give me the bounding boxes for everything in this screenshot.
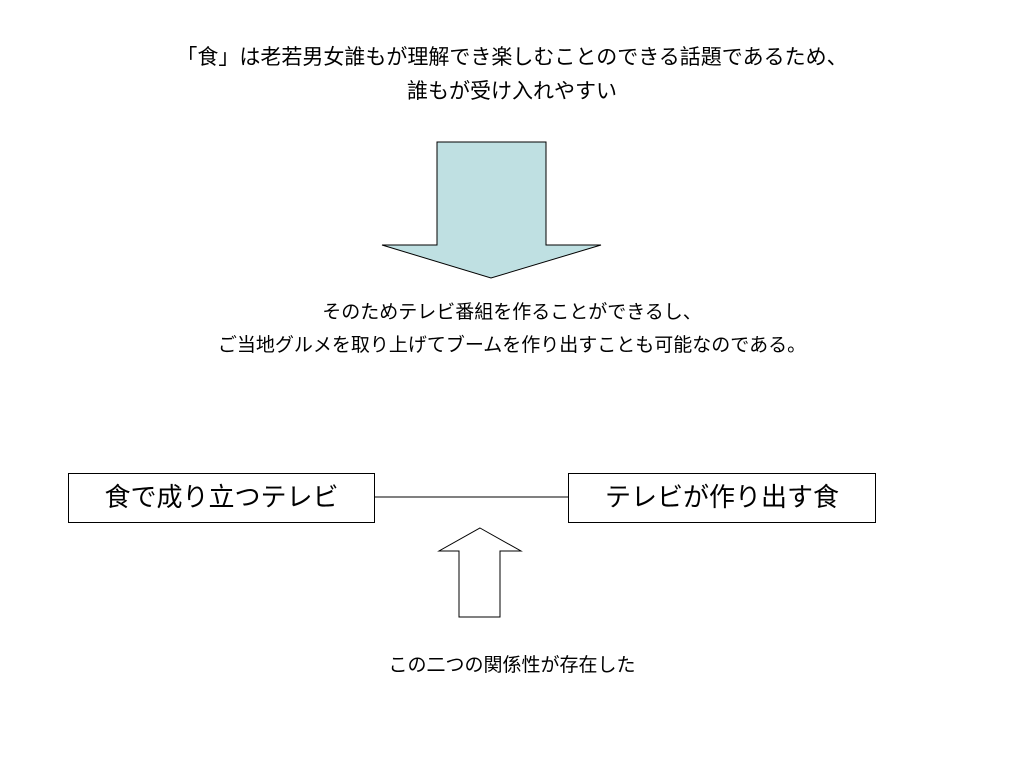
middle-statement-line-2: ご当地グルメを取り上げてブームを作り出すことも可能なのである。 [217, 334, 807, 356]
top-statement-line-1: 「食」は老若男女誰もが理解でき楽しむことのできる話題であるため、 [176, 45, 848, 69]
box-food-based-tv: 食で成り立つテレビ [68, 473, 375, 523]
bottom-caption: この二つの関係性が存在した [388, 654, 636, 676]
top-statement-line-2: 誰もが受け入れやすい [407, 79, 617, 103]
middle-statement-line-1: そのためテレビ番組を作ることができるし、 [322, 301, 702, 323]
box-tv-created-food: テレビが作り出す食 [568, 473, 876, 523]
up-arrow [437, 527, 523, 618]
down-arrow [381, 141, 602, 279]
